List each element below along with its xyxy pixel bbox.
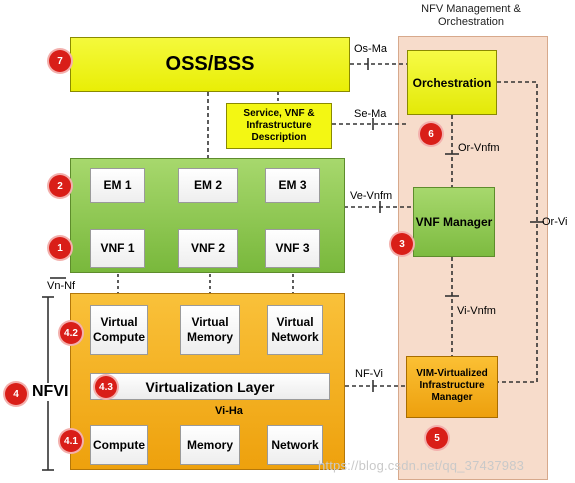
nfvo-title-text: NFV Management & Orchestration <box>421 3 521 28</box>
or-vi-line <box>497 81 538 383</box>
oss-bss-label: OSS/BSS <box>165 53 255 75</box>
service-desc-line-3: Description <box>251 132 307 143</box>
ve-vnfm-label: Ve-Vnfm <box>350 190 393 202</box>
vn-nf-label: Vn-Nf <box>47 280 76 292</box>
virtual-memory-line-2: Memory <box>186 330 233 344</box>
vi-vnfm-label: Vi-Vnfm <box>457 305 496 317</box>
service-desc-line-2: Infrastructure <box>246 120 312 131</box>
orchestration-label: Orchestration <box>412 75 492 90</box>
em3-label: EM 3 <box>278 178 307 192</box>
vnf1-box[interactable]: VNF 1 <box>90 229 145 268</box>
badge-6: 6 <box>420 123 442 145</box>
virtual-network-line-1: Virtual <box>276 315 314 329</box>
watermark: https://blog.csdn.net/qq_37437983 <box>318 458 525 473</box>
nfvo-title: NFV Management & Orchestration <box>396 3 546 29</box>
badge-7: 7 <box>49 50 71 72</box>
em1-label: EM 1 <box>103 178 132 192</box>
or-vnfm-label: Or-Vnfm <box>458 142 500 154</box>
virtual-memory-box[interactable]: Virtual Memory <box>180 305 240 355</box>
se-ma-label: Se-Ma <box>354 108 387 120</box>
vnf2-label: VNF 2 <box>190 241 225 255</box>
vi-ha-label: Vi-Ha <box>215 405 243 417</box>
nfvi-label: NFVI <box>30 383 71 401</box>
badge-4-2: 4.2 <box>60 322 82 344</box>
vnf2-box[interactable]: VNF 2 <box>178 229 238 268</box>
vnf3-label: VNF 3 <box>275 241 310 255</box>
badge-4: 4 <box>5 383 27 405</box>
badge-4-1: 4.1 <box>60 430 82 452</box>
badge-2: 2 <box>49 175 71 197</box>
orchestration-box[interactable]: Orchestration <box>407 50 497 115</box>
virtualization-layer-label: Virtualization Layer <box>145 378 275 395</box>
vim-line-1: VIM-Virtualized <box>416 368 488 379</box>
or-vi-label: Or-Vi <box>542 216 568 228</box>
em1-box[interactable]: EM 1 <box>90 168 145 203</box>
service-description-box[interactable]: Service, VNF & Infrastructure Descriptio… <box>226 103 332 149</box>
virtual-network-line-2: Network <box>271 330 319 344</box>
compute-label: Compute <box>93 437 145 452</box>
virtual-compute-box[interactable]: Virtual Compute <box>90 305 148 355</box>
vnf3-box[interactable]: VNF 3 <box>265 229 320 268</box>
em3-box[interactable]: EM 3 <box>265 168 320 203</box>
vim-line-2: Infrastructure <box>419 380 485 391</box>
service-desc-line-1: Service, VNF & <box>243 108 315 119</box>
em2-box[interactable]: EM 2 <box>178 168 238 203</box>
vim-line-3: Manager <box>431 392 473 403</box>
vnf-manager-box[interactable]: VNF Manager <box>413 187 495 257</box>
nf-vi-label: NF-Vi <box>355 368 383 380</box>
os-ma-label: Os-Ma <box>354 43 387 55</box>
vim-box[interactable]: VIM-Virtualized Infrastructure Manager <box>406 356 498 418</box>
badge-1: 1 <box>49 237 71 259</box>
virtual-compute-line-2: Compute <box>93 330 145 344</box>
virtual-compute-line-1: Virtual <box>100 315 138 329</box>
vnf1-label: VNF 1 <box>100 241 135 255</box>
virtual-network-box[interactable]: Virtual Network <box>267 305 323 355</box>
virtualization-layer-box[interactable]: Virtualization Layer <box>90 373 330 400</box>
compute-box[interactable]: Compute <box>90 425 148 465</box>
vnf-manager-label: VNF Manager <box>415 215 493 229</box>
oss-bss-box[interactable]: OSS/BSS <box>70 37 350 92</box>
memory-box[interactable]: Memory <box>180 425 240 465</box>
badge-5: 5 <box>426 427 448 449</box>
em2-label: EM 2 <box>193 178 222 192</box>
badge-3: 3 <box>391 233 413 255</box>
virtual-memory-line-1: Virtual <box>191 315 229 329</box>
memory-label: Memory <box>186 437 233 452</box>
network-box[interactable]: Network <box>267 425 323 465</box>
network-label: Network <box>271 437 319 452</box>
badge-4-3: 4.3 <box>95 376 117 398</box>
